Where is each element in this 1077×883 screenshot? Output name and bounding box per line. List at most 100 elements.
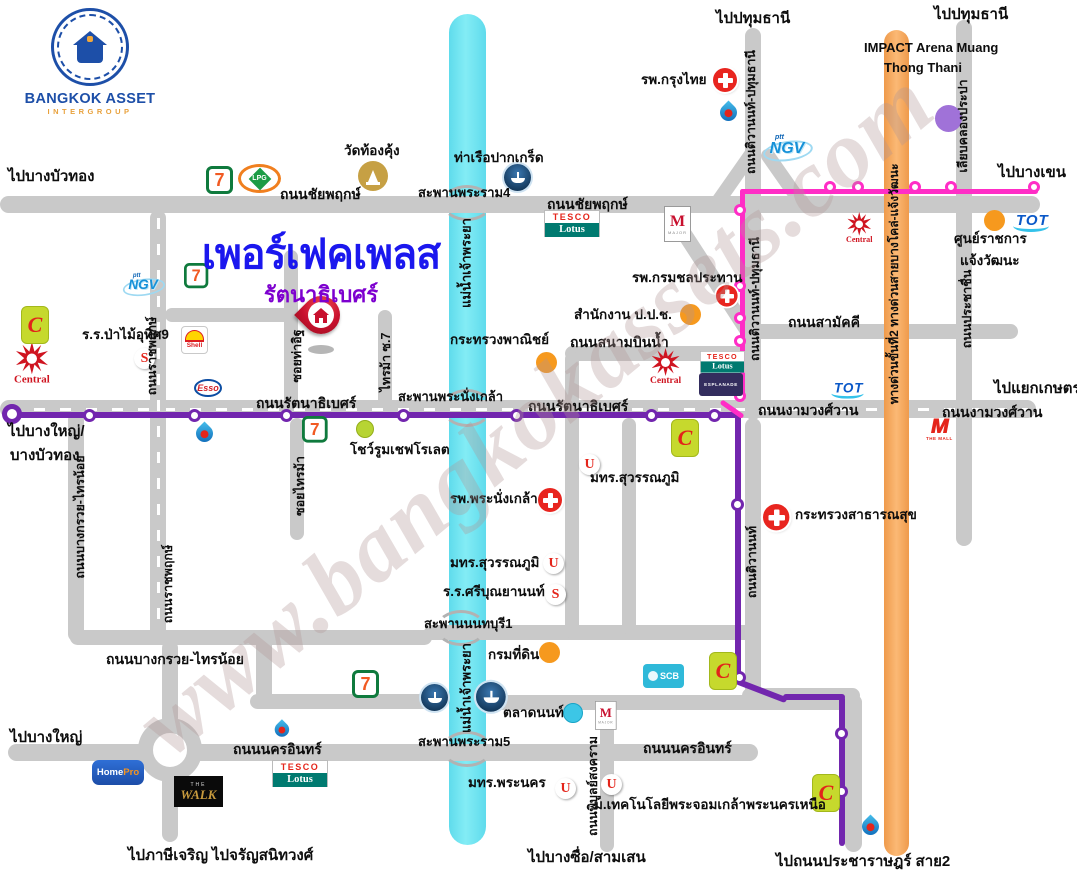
brand-subtitle: INTERGROUP [47, 107, 133, 116]
central-department-store-logo: Central [846, 212, 872, 245]
road-label: ถนนนครอินทร์ [233, 741, 322, 757]
road-label-vertical: ถนนราชพฤกษ์ [144, 316, 159, 396]
transit-station [1028, 181, 1040, 193]
place-label: Thong Thani [884, 60, 962, 75]
transit-station [734, 204, 746, 216]
place-label: มทร.สุวรรณภูมิ [590, 470, 680, 485]
pier-icon [421, 684, 448, 711]
road-label-vertical: ถนนติวานนท์ [744, 525, 759, 599]
place-label: ตลาดนนท์ [503, 705, 564, 720]
transit-line-pink [740, 189, 1038, 194]
transit-line-purple [783, 694, 845, 700]
ptt-station-icon [857, 813, 883, 839]
place-label: มทร.พระนคร [468, 775, 546, 790]
pier-icon [504, 164, 531, 191]
big-c-logo: C [21, 306, 49, 344]
bridge-label: สะพานพระราม5 [418, 734, 511, 749]
transit-station [645, 409, 658, 422]
place-label: ศูนย์ราชการ [954, 231, 1027, 246]
bridge-label: สะพานพระราม4 [418, 185, 511, 200]
road-segment [165, 308, 297, 322]
direction-label: ไปบางเขน [998, 164, 1066, 181]
bridge-arc [436, 610, 486, 646]
road-segment [622, 418, 636, 634]
landmark-dot-purple [935, 105, 962, 132]
road-segment [70, 630, 432, 645]
direction-label: ไปบางใหญ่/ [8, 423, 85, 440]
bridge-label: สะพานนนทบุรี1 [424, 616, 513, 631]
direction-label: ไปแยกเกษตร [994, 380, 1077, 397]
road-label: ถนนชัยพฤกษ์ [280, 186, 361, 202]
road-segment [284, 250, 298, 408]
river-label: แม่น้ำเจ้าพระยา [458, 643, 474, 733]
bridge-label: สะพานพระนั่งเกล้า [398, 389, 504, 404]
transit-station [945, 181, 957, 193]
project-title: เพอร์เฟคเพลส รัตนาธิเบศร์ [190, 234, 452, 312]
place-label: กระทรวงสาธารณสุข [795, 507, 917, 522]
road-label-vertical: ซอยไทรม้า [292, 456, 307, 516]
transit-station [708, 409, 721, 422]
place-label: กรมที่ดิน [488, 647, 540, 662]
transit-terminus [2, 404, 22, 424]
road-segment [162, 640, 178, 726]
hospital-cross-icon [763, 504, 790, 531]
road-segment [250, 694, 448, 709]
place-label: รพ.กรมชลประทาน [632, 270, 743, 285]
transit-line-purple [735, 412, 741, 680]
road-segment [378, 310, 392, 408]
bridge-arc [442, 389, 492, 427]
esso-station-logo: Esso [194, 379, 222, 397]
road-label: ถนนงามวงศ์วาน [758, 402, 859, 418]
government-office-dot [539, 642, 560, 663]
transit-station [835, 727, 848, 740]
big-c-logo: C [709, 652, 737, 690]
transit-station [83, 409, 96, 422]
hospital-cross-icon [716, 285, 738, 307]
road-segment [565, 352, 579, 638]
government-office-dot [680, 304, 701, 325]
place-label: มทร.สุวรรณภูมิ [450, 555, 540, 570]
transit-station [510, 409, 523, 422]
place-label: วัดท้องคุ้ง [344, 143, 400, 158]
road-label-vertical: ไทรม้า ซ.7 [378, 332, 393, 392]
chevrolet-showroom-dot [356, 420, 374, 438]
road-label: ถนนนครอินทร์ [643, 740, 732, 756]
expressway-road [884, 30, 909, 856]
road-segment [0, 196, 1040, 213]
temple-icon [358, 161, 388, 191]
central-department-store-logo: Central [650, 348, 681, 387]
direction-label: ไปจรัญสนิทวงศ์ [212, 847, 314, 864]
road-label-vertical: ซอยท่าอิฐ [289, 329, 304, 383]
bangkok-asset-logo: BANGKOK ASSET INTERGROUP [24, 8, 156, 116]
place-label: IMPACT Arena Muang [864, 40, 999, 55]
road-segment [745, 418, 761, 698]
tot-logo: TOT [1013, 211, 1049, 232]
direction-label: ไปบางซื่อ/สามเสน [528, 849, 646, 866]
place-label: แจ้งวัฒนะ [960, 253, 1020, 268]
road-label-vertical: ถนนราชพฤกษ์ [160, 544, 175, 624]
road-segment [956, 20, 972, 546]
shell-station-logo: Shell [181, 326, 208, 354]
road-label-vertical: ถนนพิบูลย์สงคราม [585, 736, 600, 836]
project-name: เพอร์เฟคเพลส [201, 231, 441, 277]
seven-eleven-logo: 7 [352, 670, 379, 698]
place-label: ท่าเรือปากเกร็ด [454, 150, 544, 165]
bridge-arc [442, 731, 492, 767]
transit-line-purple [839, 696, 845, 846]
place-label: สำนักงาน ป.ป.ช. [574, 307, 672, 322]
ptt-station-icon [271, 718, 292, 740]
road-segment [290, 418, 304, 540]
pier-icon [476, 682, 506, 712]
transit-station [734, 312, 746, 324]
direction-label: ไปภาษีเจริญ [128, 847, 209, 864]
river-label: แม่น้ำเจ้าพระยา [458, 218, 474, 308]
transit-line-pink [740, 189, 745, 400]
road-segment [845, 694, 862, 852]
transit-station [909, 181, 921, 193]
road-label-vertical: ถนนบางกรวย-ไทรน้อย [72, 455, 87, 579]
big-c-logo: C [671, 419, 699, 457]
place-label: กระทรวงพาณิชย์ [450, 332, 550, 347]
